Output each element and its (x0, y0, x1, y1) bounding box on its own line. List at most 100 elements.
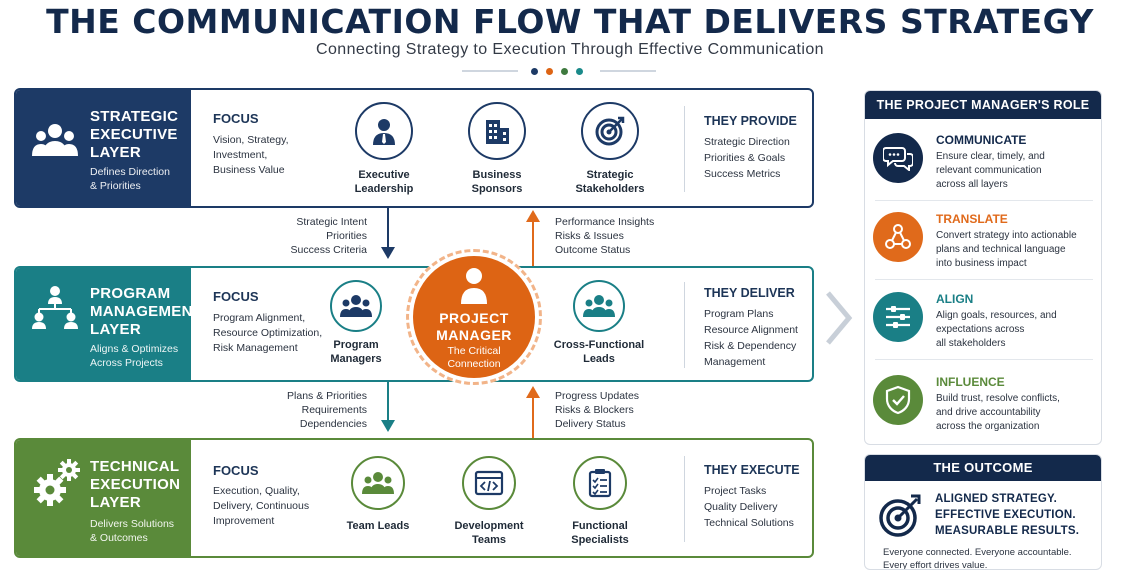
pm-subtitle-line: The Critical (447, 345, 501, 357)
layer-title-line: LAYER (90, 144, 141, 161)
person-icon (461, 268, 487, 304)
item-label: Business Sponsors (437, 168, 557, 196)
item-label: Development Teams (429, 519, 549, 547)
team-icon (573, 280, 625, 332)
flow-line: Delivery Status (555, 418, 626, 430)
flow-top-up-text: Performance Insights Risks & Issues Outc… (555, 215, 695, 257)
executive-leadership-item: Executive Leadership (324, 102, 444, 196)
layer-title-line: MANAGEMENT (90, 303, 203, 320)
layer-description-line: & Priorities (90, 180, 141, 192)
role-title: ALIGN (936, 292, 974, 306)
focus-heading: FOCUS (213, 111, 259, 126)
layer-description-line: & Outcomes (90, 532, 148, 544)
technical-layer: TECHNICAL EXECUTION LAYER Delivers Solut… (14, 438, 814, 558)
outcome-statement: ALIGNED STRATEGY. EFFECTIVE EXECUTION. M… (935, 491, 1079, 539)
page-subtitle: Connecting Strategy to Execution Through… (316, 41, 824, 58)
layer-description-line: Across Projects (90, 357, 163, 369)
item-label-line: Strategic (586, 169, 634, 181)
provide-heading: THEY DELIVER (704, 286, 795, 300)
focus-line: Program Alignment, (213, 312, 306, 324)
layer-title-line: PROGRAM (90, 285, 171, 302)
team-leads-item: Team Leads (318, 456, 438, 533)
provide-item: Priorities & Goals (704, 152, 786, 164)
focus-line: Risk Management (213, 342, 298, 354)
provide-item: Project Tasks (704, 485, 767, 497)
provide-item: Risk & Dependency (704, 340, 797, 352)
layer-title-line: LAYER (90, 321, 141, 338)
flow-line: Performance Insights (555, 216, 655, 228)
item-label-line: Leads (583, 353, 615, 365)
role-text-line: across all layers (936, 179, 1008, 190)
pm-title-line: PROJECT (439, 310, 509, 326)
layer-title-line: EXECUTION (90, 476, 181, 493)
network-nodes-icon (873, 212, 923, 262)
pm-subtitle: The Critical Connection (413, 345, 535, 371)
provide-heading: THEY PROVIDE (704, 114, 797, 128)
item-label: Cross-Functional Leads (539, 338, 659, 366)
provide-list: Program Plans Resource Alignment Risk & … (704, 306, 798, 370)
layer-description-line: Defines Direction (90, 166, 170, 178)
layer-title-line: TECHNICAL (90, 458, 180, 475)
flow-line: Risks & Blockers (555, 404, 634, 416)
flow-line: Outcome Status (555, 244, 631, 256)
flow-line: Dependencies (299, 418, 367, 430)
shield-check-icon (873, 375, 923, 425)
team-icon (330, 280, 382, 332)
role-text-line: plans and technical language (936, 244, 1066, 255)
sliders-icon (873, 292, 923, 342)
dot (576, 68, 583, 75)
item-label-line: Stakeholders (575, 183, 645, 195)
people-group-icon (32, 124, 78, 156)
role-text-line: across the organization (936, 421, 1040, 432)
flow-line: Risks & Issues (555, 230, 624, 242)
item-label-line: Program (333, 339, 379, 351)
dot (561, 68, 568, 75)
panel-heading: THE PROJECT MANAGER'S ROLE (865, 91, 1101, 119)
outcome-panel: THE OUTCOME ALIGNED STRATEGY. EFFECTIVE … (864, 454, 1102, 570)
focus-line: Business Value (213, 164, 285, 176)
outcome-line: ALIGNED STRATEGY. (935, 493, 1058, 505)
item-label-line: Cross-Functional (553, 339, 645, 351)
divider (875, 279, 1093, 280)
item-label: Functional Specialists (540, 519, 660, 547)
dot (531, 68, 538, 75)
provide-item: Strategic Direction (704, 136, 790, 148)
focus-line: Vision, Strategy, (213, 134, 289, 146)
layer-title: TECHNICAL EXECUTION LAYER (90, 458, 180, 512)
subtitle-rule-right (600, 70, 656, 72)
layer-title: STRATEGIC EXECUTIVE LAYER (90, 108, 178, 162)
page-title: THE COMMUNICATION FLOW THAT DELIVERS STR… (46, 2, 1094, 41)
divider (875, 359, 1093, 360)
flow-line: Progress Updates (555, 390, 640, 402)
item-label: Program Managers (296, 338, 416, 366)
team-icon (351, 456, 405, 510)
target-arrow-icon (879, 494, 921, 537)
technical-side-panel: TECHNICAL EXECUTION LAYER Delivers Solut… (16, 440, 191, 556)
focus-line: Resource Optimization, (213, 327, 323, 339)
subtitle-rule-left (462, 70, 518, 72)
program-side-panel: PROGRAM MANAGEMENT LAYER Aligns & Optimi… (16, 268, 202, 380)
item-label-line: Managers (330, 353, 382, 365)
down-arrow (387, 382, 389, 424)
item-label-line: Specialists (571, 534, 629, 546)
focus-line: Investment, (213, 149, 268, 161)
provide-heading: THEY EXECUTE (704, 463, 800, 477)
down-arrow (387, 208, 389, 252)
flow-line: Requirements (301, 404, 367, 416)
provide-list: Project Tasks Quality Delivery Technical… (704, 483, 794, 531)
role-text: Convert strategy into actionable plans a… (936, 229, 1106, 271)
chat-bubbles-icon (873, 133, 923, 183)
layer-description-line: Delivers Solutions (90, 518, 175, 530)
layer-title: PROGRAM MANAGEMENT LAYER (90, 285, 202, 339)
item-label: Strategic Stakeholders (550, 168, 670, 196)
role-title: TRANSLATE (936, 212, 1008, 226)
outcome-body: Everyone connected. Everyone accountable… (883, 546, 1072, 569)
layer-description: Aligns & Optimizes Across Projects (90, 342, 178, 370)
clipboard-checklist-icon (573, 456, 627, 510)
divider (875, 200, 1093, 201)
outcome-heading: THE OUTCOME (865, 455, 1101, 481)
arrow-head-down-icon (381, 247, 395, 259)
role-text-line: relevant communication (936, 165, 1042, 176)
pm-title: PROJECT MANAGER (413, 310, 535, 344)
focus-text: Execution, Quality, Delivery, Continuous… (213, 484, 309, 529)
